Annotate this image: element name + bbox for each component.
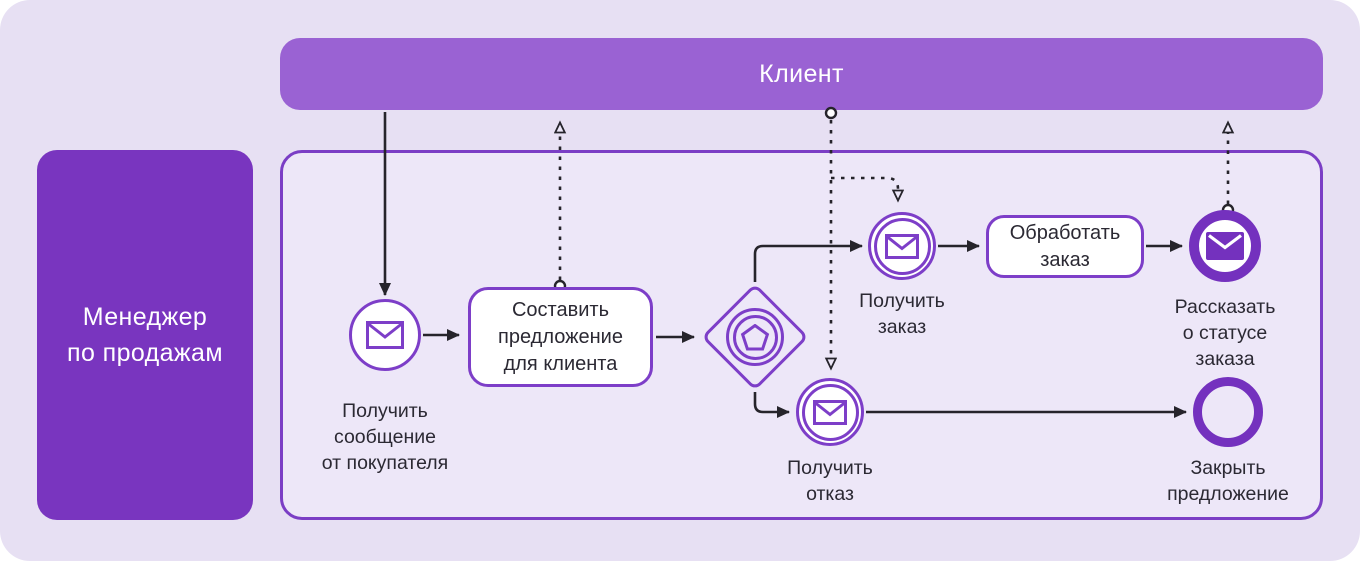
event-receive-refusal-inner-ring	[801, 383, 859, 441]
event-receive-order	[868, 212, 936, 280]
event-receive-order-label: Получить заказ	[859, 290, 945, 338]
event-receive-message	[349, 299, 421, 371]
event-tell-status	[1189, 210, 1261, 282]
lane-sales-manager: Менеджер по продажам	[37, 150, 253, 520]
lane-client-label: Клиент	[759, 59, 844, 88]
event-receive-refusal	[796, 378, 864, 446]
envelope-outline-icon	[885, 233, 919, 259]
task-process-order-label: Обработать заказ	[1009, 221, 1121, 271]
pentagon-icon	[740, 323, 770, 350]
envelope-outline-icon	[813, 399, 847, 425]
envelope-filled-icon	[1206, 232, 1244, 260]
task-compose-offer: Составить предложение для клиента	[468, 287, 653, 387]
task-compose-offer-label: Составить предложение для клиента	[498, 298, 623, 375]
lane-sales-manager-label: Менеджер по продажам	[67, 303, 223, 367]
event-receive-message-label: Получить сообщение от покупателя	[321, 400, 449, 474]
envelope-outline-icon	[366, 321, 404, 349]
lane-client: Клиент	[280, 38, 1323, 110]
event-receive-refusal-label: Получить отказ	[787, 457, 873, 505]
event-close-offer	[1193, 377, 1263, 447]
event-tell-status-label: Рассказать о статусе заказа	[1174, 296, 1276, 370]
task-process-order: Обработать заказ	[986, 215, 1144, 278]
event-receive-order-inner-ring	[873, 217, 931, 275]
event-close-offer-label: Закрыть предложение	[1167, 457, 1289, 505]
event-gateway-rings	[726, 308, 784, 366]
event-gateway-inner-ring	[732, 314, 778, 360]
